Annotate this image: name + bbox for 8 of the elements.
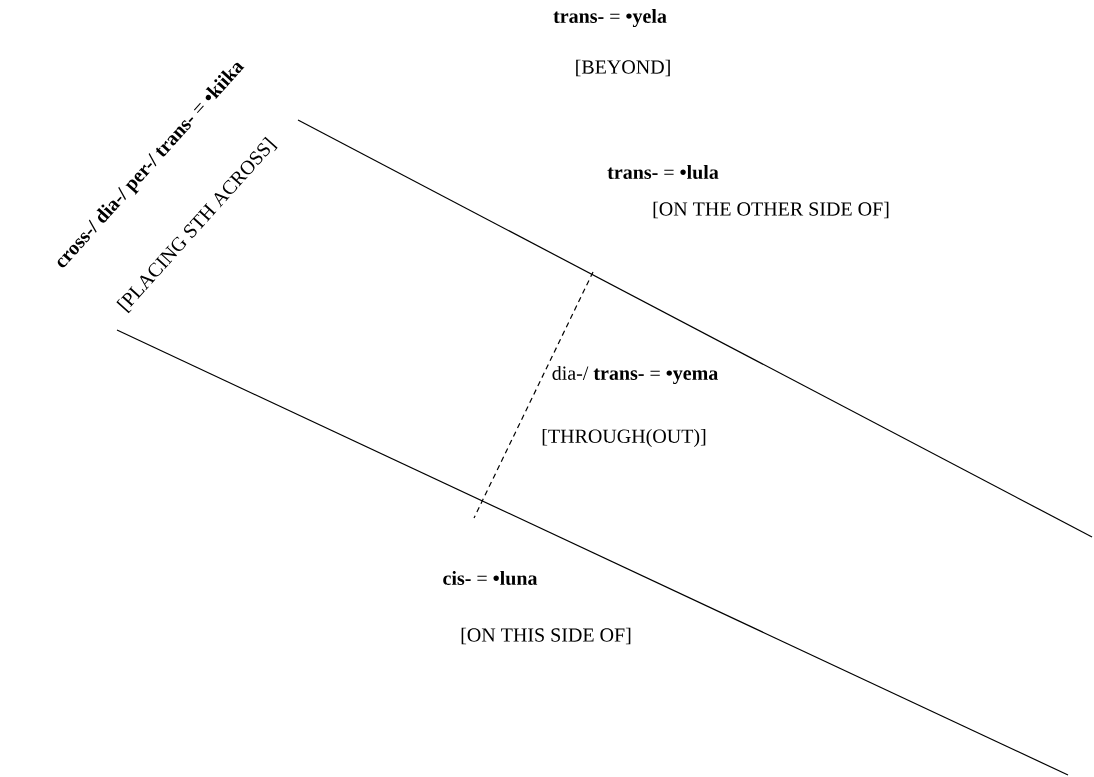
label: [BEYOND] (573, 58, 673, 78)
label: trans- = •yela (551, 7, 669, 29)
label: trans- = •lula (605, 163, 721, 181)
label: [THROUGH(OUT)] (539, 427, 709, 449)
label: dia-/ trans- = •yema (550, 364, 720, 386)
label: [ON THIS SIDE OF] (458, 626, 634, 646)
label: cis- = •luna (441, 569, 539, 587)
label: [ON THE OTHER SIDE OF] (650, 200, 892, 220)
